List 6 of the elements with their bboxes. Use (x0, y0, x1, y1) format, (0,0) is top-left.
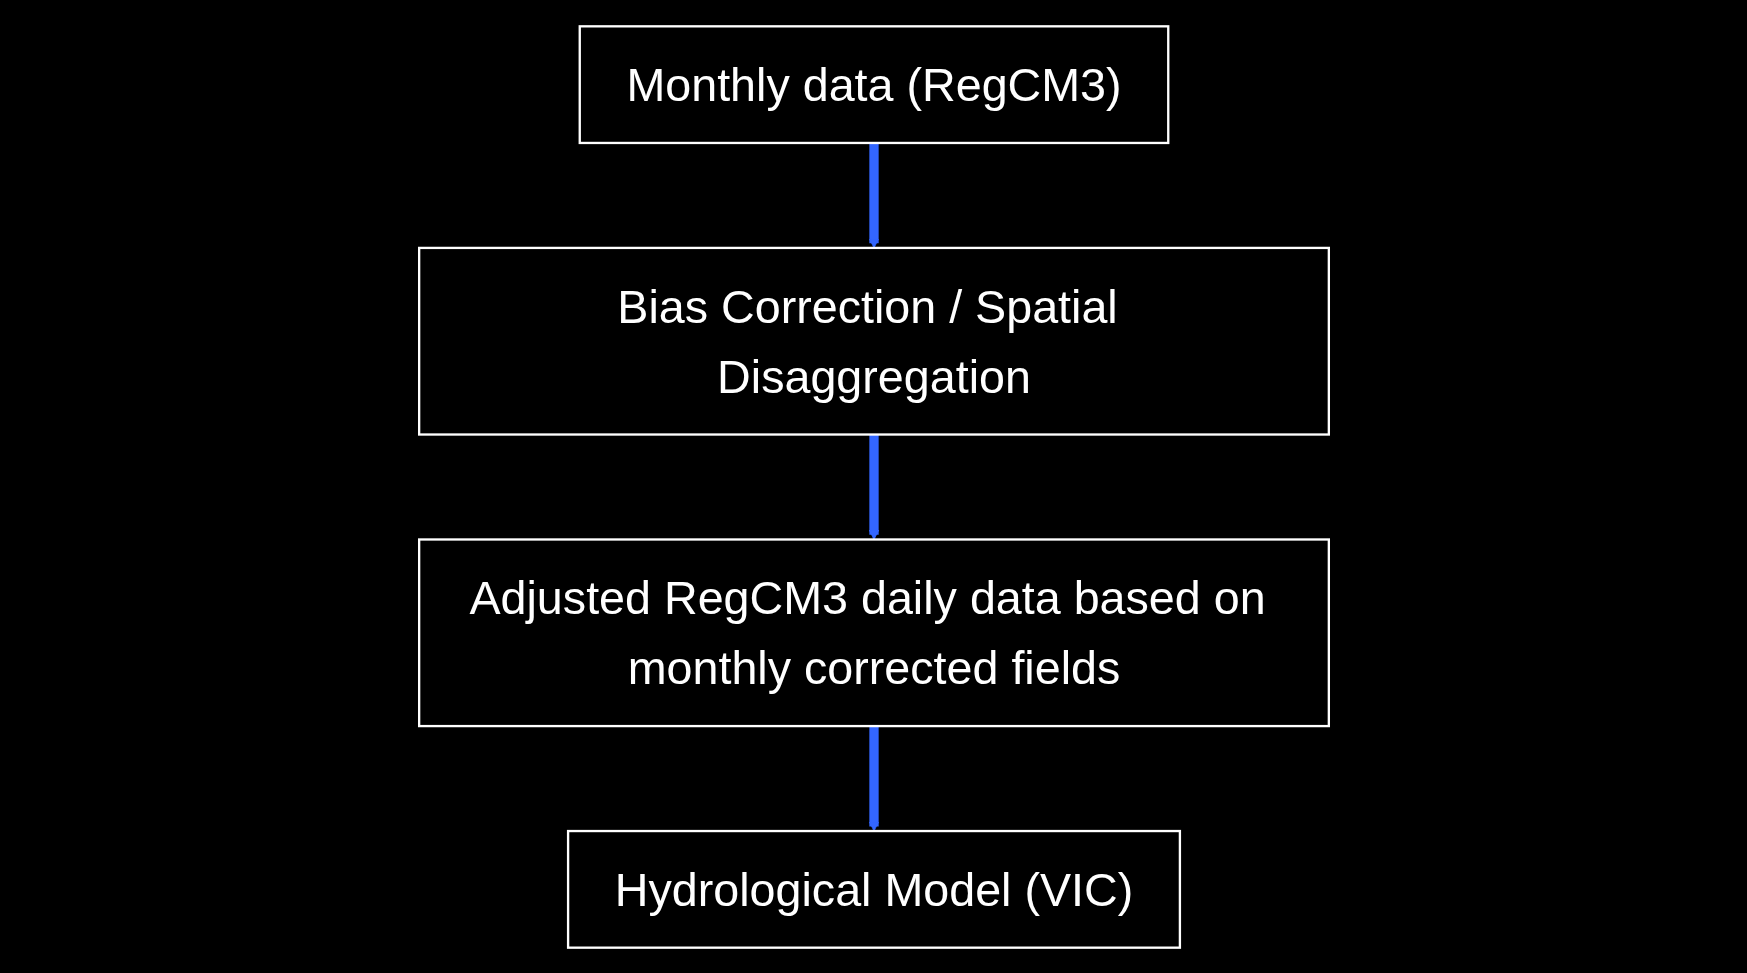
node-box: Hydrological Model (VIC) (566, 829, 1181, 949)
node-box: Adjusted RegCM3 daily data based on monthly corrected fields (417, 537, 1330, 727)
arrow (868, 725, 879, 831)
node-box: Monthly data (RegCM3) (578, 24, 1169, 144)
node-box: Bias Correction / Spatial Disaggregation (417, 246, 1330, 436)
arrow (868, 142, 879, 248)
